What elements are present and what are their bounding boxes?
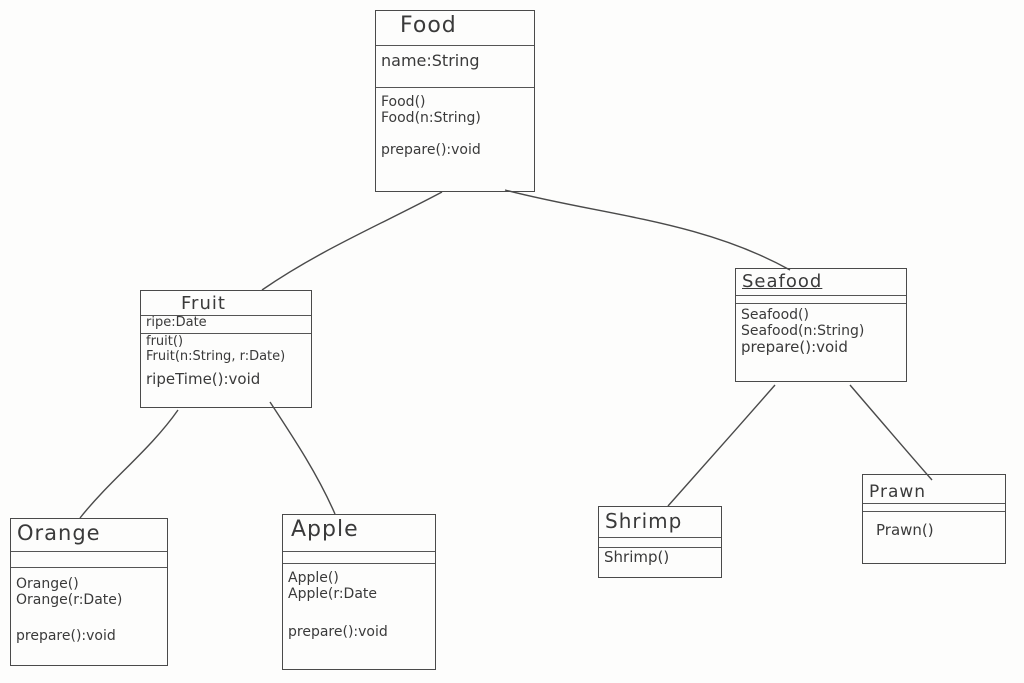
constructor: Shrimp() bbox=[604, 548, 670, 566]
operations-section: Apple() Apple(r:Date prepare():void bbox=[283, 563, 435, 642]
method: prepare():void bbox=[16, 628, 116, 645]
attribute: ripe:Date bbox=[146, 315, 207, 330]
attributes-section: ripe:Date bbox=[141, 315, 311, 333]
operations-section: fruit() Fruit(n:String, r:Date) ripeTime… bbox=[141, 333, 311, 390]
method: prepare():void bbox=[288, 624, 388, 641]
attributes-section: name:String bbox=[376, 45, 534, 87]
class-seafood: Seafood Seafood() Seafood(n:String) prep… bbox=[735, 268, 907, 382]
class-name: Food bbox=[400, 13, 457, 38]
operations-section: Food() Food(n:String) prepare():void bbox=[376, 87, 534, 160]
edge-fruit-apple bbox=[269, 401, 336, 515]
constructor: Seafood() bbox=[741, 307, 809, 323]
attributes-section bbox=[736, 295, 906, 303]
method: prepare():void bbox=[741, 338, 848, 357]
class-name: Shrimp bbox=[605, 509, 683, 533]
edge-fruit-orange bbox=[79, 409, 179, 519]
class-name: Apple bbox=[291, 517, 359, 542]
edge-seafood-shrimp bbox=[667, 384, 776, 507]
operations-section: Prawn() bbox=[863, 511, 1005, 541]
constructor: Orange() bbox=[16, 576, 79, 592]
edge-food-fruit bbox=[261, 191, 443, 291]
constructor: fruit() bbox=[146, 334, 184, 349]
operations-section: Seafood() Seafood(n:String) prepare():vo… bbox=[736, 303, 906, 358]
class-apple: Apple Apple() Apple(r:Date prepare():voi… bbox=[282, 514, 436, 670]
class-name: Orange bbox=[17, 521, 101, 545]
constructor: Food() bbox=[381, 94, 426, 110]
edge-food-seafood bbox=[504, 189, 791, 271]
constructor: Seafood(n:String) bbox=[741, 323, 865, 340]
attribute: name:String bbox=[381, 51, 480, 70]
method: ripeTime():void bbox=[146, 369, 261, 388]
operations-section: Shrimp() bbox=[599, 547, 721, 568]
constructor: Apple() bbox=[288, 570, 339, 586]
method: prepare():void bbox=[381, 142, 481, 159]
attributes-section bbox=[863, 503, 1005, 511]
constructor: Food(n:String) bbox=[381, 110, 481, 127]
attributes-section bbox=[599, 537, 721, 547]
class-shrimp: Shrimp Shrimp() bbox=[598, 506, 722, 578]
constructor: Apple(r:Date bbox=[288, 586, 378, 603]
constructor: Orange(r:Date) bbox=[16, 592, 123, 609]
class-prawn: Prawn Prawn() bbox=[862, 474, 1006, 564]
constructor: Prawn() bbox=[876, 521, 934, 539]
class-name: Seafood bbox=[742, 271, 823, 292]
attributes-section bbox=[283, 551, 435, 563]
attributes-section bbox=[11, 551, 167, 567]
edge-seafood-prawn bbox=[849, 384, 933, 481]
class-fruit: Fruit ripe:Date fruit() Fruit(n:String, … bbox=[140, 290, 312, 408]
class-orange: Orange Orange() Orange(r:Date) prepare()… bbox=[10, 518, 168, 666]
constructor: Fruit(n:String, r:Date) bbox=[146, 348, 286, 364]
class-food: Food name:String Food() Food(n:String) p… bbox=[375, 10, 535, 192]
class-name: Prawn bbox=[869, 482, 927, 502]
class-name: Fruit bbox=[181, 293, 226, 314]
operations-section: Orange() Orange(r:Date) prepare():void bbox=[11, 567, 167, 646]
